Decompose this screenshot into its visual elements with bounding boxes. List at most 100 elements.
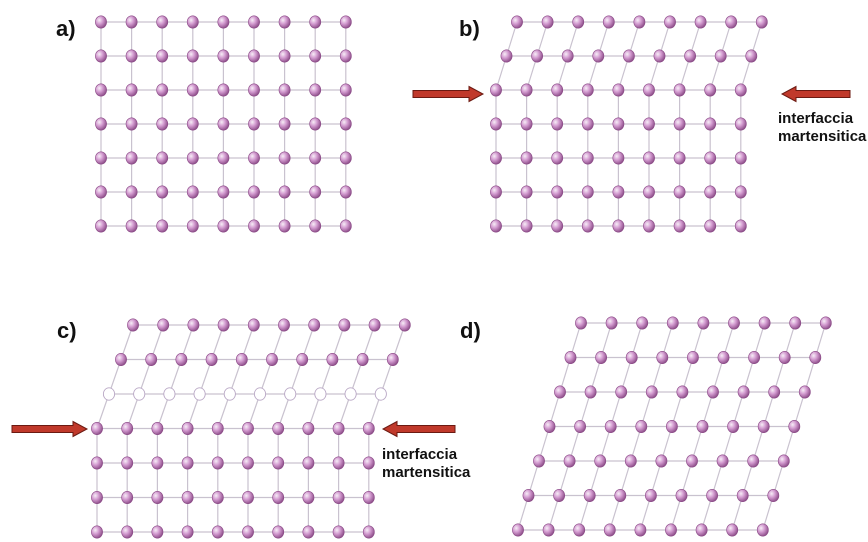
- panel-d-atom: [543, 419, 556, 433]
- panel-b-atom: [520, 83, 533, 97]
- panel-b-atom: [551, 83, 564, 97]
- panel-b-atom: [704, 185, 717, 199]
- panel-d-atom: [604, 419, 617, 433]
- panel-d-atom: [819, 316, 832, 330]
- panel-d-atom: [636, 316, 649, 330]
- panel-a-atom: [125, 49, 138, 63]
- panel-c-atom: [338, 318, 351, 332]
- panel-c-atom: [242, 421, 254, 435]
- panel-c-atom: [386, 352, 399, 366]
- panel-a-atom: [125, 83, 138, 97]
- panel-a-atom: [248, 117, 260, 131]
- panel-d-atom: [686, 454, 698, 468]
- panel-d-atom: [707, 385, 719, 399]
- panel-c-atom: [308, 318, 321, 332]
- panel-c-atom: [145, 352, 158, 366]
- panel-b-atom: [633, 15, 646, 29]
- panel-b-atom: [561, 49, 574, 63]
- panel-d-atom: [645, 385, 658, 399]
- panel-a-atom: [278, 219, 291, 233]
- panel-b-atom: [551, 117, 564, 131]
- panel-c-atom: [272, 421, 285, 435]
- panel-d-atom: [634, 523, 647, 537]
- panel-c-atom: [242, 525, 254, 539]
- panel-c-atom: [362, 421, 375, 435]
- panel-d-atom: [625, 350, 638, 364]
- panel-a-atom: [95, 83, 107, 97]
- panel-b-atom: [612, 83, 625, 97]
- panel-c-atom: [272, 490, 285, 504]
- panel-b-atom: [500, 49, 513, 63]
- panel-c-atom: [302, 525, 315, 539]
- panel-b-atom: [704, 83, 717, 97]
- panel-a-atom: [186, 185, 199, 199]
- panel-c-atom: [127, 318, 139, 332]
- panel-b-atom: [673, 151, 686, 165]
- right-arrow-icon: [11, 420, 89, 438]
- panel-a-atom: [309, 117, 322, 131]
- panel-c-vacancy-site: [223, 387, 236, 401]
- panel-b-atom: [673, 185, 686, 199]
- panel-d-atom: [767, 488, 780, 502]
- panel-d-atom: [676, 385, 689, 399]
- panel-b-atom: [520, 117, 533, 131]
- panel-b-atom: [581, 185, 594, 199]
- panel-a-atom: [125, 117, 138, 131]
- panel-a-atom: [217, 117, 230, 131]
- panel-c-vacancy-site: [102, 387, 116, 401]
- panel-d-atom: [728, 316, 740, 330]
- panel-a-atom: [95, 219, 107, 233]
- panel-c-atom: [296, 352, 309, 366]
- panel-d-atom: [563, 454, 576, 468]
- panel-c-atom: [242, 490, 254, 504]
- panel-c-atom: [362, 456, 375, 470]
- panel-a-atom: [125, 185, 138, 199]
- panel-c-label: c): [57, 318, 77, 343]
- panel-d-atom: [736, 488, 749, 502]
- panel-a-atom: [278, 151, 291, 165]
- panel-c-atom: [181, 490, 194, 504]
- left-arrow-icon: [780, 85, 851, 103]
- panel-a-atom: [156, 117, 169, 131]
- panel-c-atom: [368, 318, 381, 332]
- panel-d-atom: [666, 316, 679, 330]
- panel-c-atom: [217, 318, 230, 332]
- panel-b-label: b): [459, 16, 480, 41]
- panel-d-atom: [575, 316, 587, 330]
- panel-b-atom: [643, 151, 655, 165]
- panel-d-atom: [695, 523, 708, 537]
- panel-b-atom: [734, 185, 747, 199]
- panel-d-atom: [656, 350, 669, 364]
- panel-b-atom: [734, 219, 747, 233]
- panel-b-atom: [551, 185, 564, 199]
- panel-c-atom: [151, 525, 164, 539]
- panel-c-atom: [211, 421, 224, 435]
- panel-c-atom: [302, 456, 315, 470]
- panel-b-atom: [612, 117, 625, 131]
- panel-d-atom: [747, 454, 760, 468]
- panel-c-vacancy-site: [193, 387, 206, 401]
- panel-d-atom: [748, 350, 760, 364]
- panel-a-atom: [217, 219, 230, 233]
- panel-c-atom: [181, 525, 194, 539]
- interface-label-b: interfaccia martensitica: [778, 110, 866, 146]
- panel-a-atom: [186, 49, 199, 63]
- panel-d-atom: [603, 523, 616, 537]
- panel-b-atom: [490, 117, 502, 131]
- panel-a-atom: [186, 151, 199, 165]
- panel-a-atom: [339, 83, 352, 97]
- panel-a-atom: [186, 117, 199, 131]
- panel-d-atom: [554, 385, 566, 399]
- panel-d-atom: [655, 454, 668, 468]
- panel-d-atom: [574, 419, 586, 433]
- panel-b-atom: [734, 151, 747, 165]
- panel-c-atom: [151, 456, 164, 470]
- panel-a-atom: [217, 15, 230, 29]
- panel-c-atom: [332, 490, 345, 504]
- panel-b-atom: [520, 151, 533, 165]
- panel-b-atom: [602, 15, 615, 29]
- panel-d-atom: [522, 488, 535, 502]
- panel-b-atom: [664, 15, 676, 29]
- panel-c-atom: [356, 352, 369, 366]
